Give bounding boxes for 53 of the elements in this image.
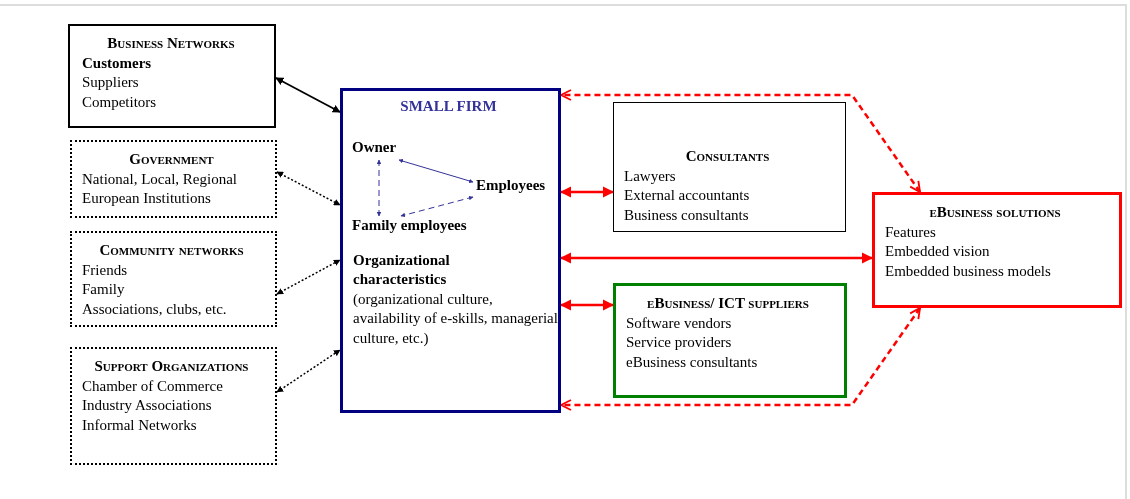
arrow [376, 159, 382, 217]
list-item: (organizational culture, availability of e-skills, managerial culture, etc.) [353, 289, 558, 348]
list-item: National, Local, Regional [82, 169, 238, 189]
box-heading: Business Networks [106, 34, 236, 53]
arrow [276, 349, 341, 393]
arrow [560, 89, 922, 193]
box-heading: Community networks [98, 241, 245, 260]
arrow [559, 299, 615, 311]
solution-box [872, 192, 1122, 308]
list-item: Features [885, 222, 937, 242]
arrow [398, 159, 474, 183]
network-box [70, 140, 277, 218]
list-item: Associations, clubs, etc. [82, 299, 228, 319]
list-item: Family [82, 280, 126, 299]
firm-box [340, 88, 561, 413]
actor-box [613, 283, 847, 398]
list-item: Informal Networks [82, 415, 198, 435]
list-item: Software vendors [626, 313, 733, 333]
box-heading: Support Organizations [93, 357, 250, 376]
list-item: Suppliers [82, 73, 140, 92]
arrow [559, 186, 615, 198]
arrow [400, 195, 474, 218]
list-item: Customers [82, 53, 153, 73]
list-item: Business consultants [624, 205, 750, 225]
arrow [276, 171, 341, 206]
arrow [559, 252, 874, 264]
network-box [68, 24, 276, 128]
list-item: eBusiness consultants [626, 352, 759, 372]
network-box [70, 347, 277, 465]
list-item: European Institutions [82, 189, 212, 208]
arrow [275, 77, 341, 113]
list-item: Lawyers [624, 166, 677, 186]
list-item: Competitors [82, 92, 158, 112]
arrow [276, 259, 341, 295]
box-heading: Government [128, 150, 215, 169]
role-label: Owner [352, 138, 398, 157]
arrow [560, 307, 922, 411]
list-item: Friends [82, 260, 128, 280]
role-label: Employees [476, 176, 547, 195]
box-heading: Consultants [684, 147, 771, 166]
list-item: Embedded business models [885, 261, 1052, 281]
list-item: Industry Associations [82, 396, 213, 415]
actor-box [613, 102, 846, 232]
box-heading: SMALL FIRM [399, 97, 498, 116]
list-item: Chamber of Commerce [82, 376, 224, 396]
list-item: Service providers [626, 333, 733, 352]
list-item: Embedded vision [885, 242, 991, 261]
list-item: Organizational characteristics [353, 250, 451, 289]
box-heading: eBusiness solutions [928, 203, 1062, 222]
box-heading: eBusiness/ ICT suppliers [646, 294, 810, 313]
list-item: External accountants [624, 186, 751, 205]
network-box [70, 231, 277, 327]
role-label: Family employees [352, 216, 468, 235]
